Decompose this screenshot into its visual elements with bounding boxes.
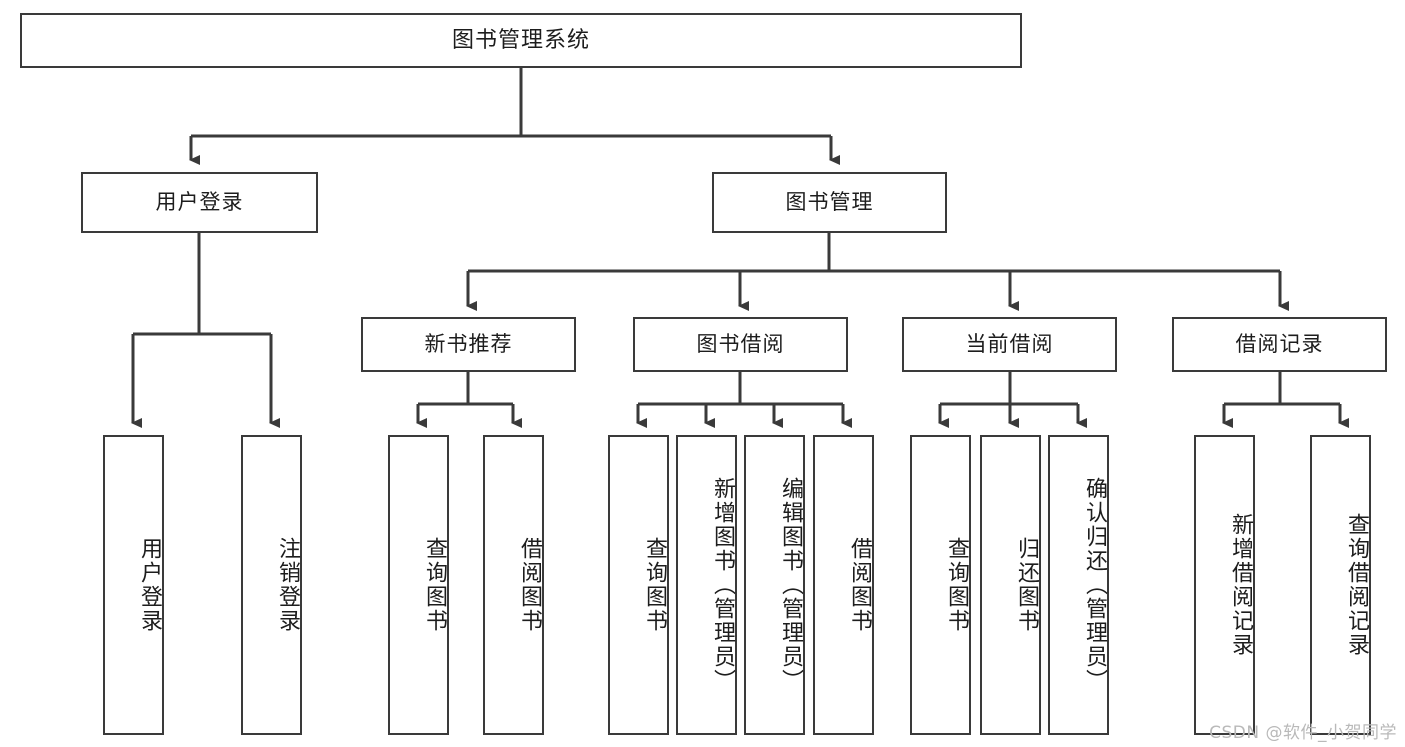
node-root-system[interactable]: 图书管理系统: [20, 13, 1022, 68]
node-label: 借阅图书: [847, 537, 872, 633]
node-new-book-recommend[interactable]: 新书推荐: [361, 317, 576, 372]
node-label: 图书借阅: [696, 332, 785, 357]
leaf-query-book-borrow[interactable]: 查询图书: [608, 435, 669, 735]
leaf-query-book-current[interactable]: 查询图书: [910, 435, 971, 735]
leaf-edit-book-admin[interactable]: 编辑图书（管理员）: [744, 435, 805, 735]
node-label: 借阅图书: [517, 537, 542, 633]
node-label: 注销登录: [275, 537, 300, 633]
leaf-query-borrow-record[interactable]: 查询借阅记录: [1310, 435, 1371, 735]
node-label: 归还图书: [1014, 537, 1039, 633]
leaf-user-login[interactable]: 用户登录: [103, 435, 164, 735]
csdn-watermark: CSDN @软件_小贺同学: [1209, 723, 1397, 743]
leaf-borrow-book[interactable]: 借阅图书: [813, 435, 874, 735]
node-label: 查询图书: [944, 537, 969, 633]
leaf-logout[interactable]: 注销登录: [241, 435, 302, 735]
node-borrow-record[interactable]: 借阅记录: [1172, 317, 1387, 372]
node-label: 新增借阅记录: [1228, 513, 1253, 657]
node-label: 借阅记录: [1235, 332, 1324, 357]
node-label: 新增图书（管理员）: [710, 477, 735, 693]
leaf-query-book-recommend[interactable]: 查询图书: [388, 435, 449, 735]
node-label: 编辑图书（管理员）: [778, 477, 803, 693]
node-label: 图书管理: [785, 190, 874, 215]
node-label: 用户登录: [155, 190, 244, 215]
leaf-add-borrow-record[interactable]: 新增借阅记录: [1194, 435, 1255, 735]
node-book-management[interactable]: 图书管理: [712, 172, 947, 233]
node-label: 查询图书: [642, 537, 667, 633]
node-book-borrow[interactable]: 图书借阅: [633, 317, 848, 372]
node-label: 确认归还（管理员）: [1082, 477, 1107, 693]
node-label: 用户登录: [137, 537, 162, 633]
node-label: 当前借阅: [965, 332, 1054, 357]
node-current-borrow[interactable]: 当前借阅: [902, 317, 1117, 372]
node-label: 查询借阅记录: [1344, 513, 1369, 657]
leaf-return-book[interactable]: 归还图书: [980, 435, 1041, 735]
leaf-add-book-admin[interactable]: 新增图书（管理员）: [676, 435, 737, 735]
node-label: 新书推荐: [424, 332, 513, 357]
leaf-borrow-book-recommend[interactable]: 借阅图书: [483, 435, 544, 735]
node-label: 图书管理系统: [451, 27, 590, 53]
node-user-login[interactable]: 用户登录: [81, 172, 318, 233]
leaf-confirm-return-admin[interactable]: 确认归还（管理员）: [1048, 435, 1109, 735]
node-label: 查询图书: [422, 537, 447, 633]
